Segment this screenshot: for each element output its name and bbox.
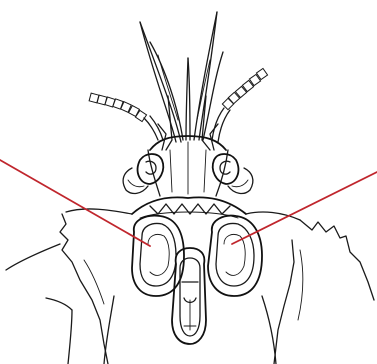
head-shield — [148, 96, 228, 196]
right-flange — [104, 212, 374, 364]
right-pad — [208, 216, 262, 296]
left-pointer-line — [0, 160, 150, 246]
rostral-spines — [140, 12, 223, 142]
left-flange — [6, 209, 132, 364]
central-pod — [172, 248, 206, 344]
right-antenna — [212, 68, 268, 142]
pointer-lines — [0, 160, 377, 246]
left-antenna — [89, 93, 163, 140]
right-pointer-line — [232, 172, 377, 244]
